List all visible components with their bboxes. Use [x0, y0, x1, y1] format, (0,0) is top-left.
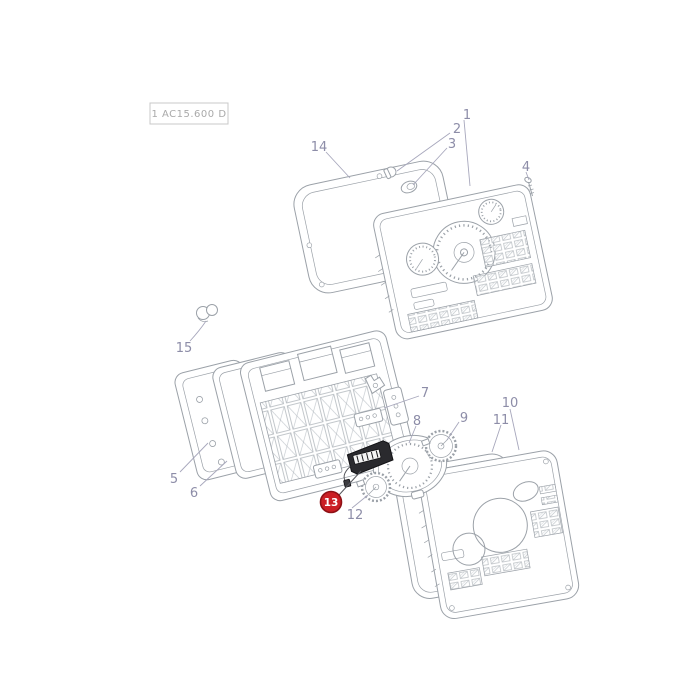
- bulb-holder-15: [196, 304, 218, 322]
- mounting-screw: [524, 176, 535, 197]
- mask-grid-right: [530, 506, 563, 538]
- sensor-bracket: [364, 374, 386, 395]
- leader-13: [338, 470, 362, 496]
- front-mask: [418, 450, 580, 620]
- housing-connector-b: [353, 407, 384, 428]
- hour-meter-module: [343, 440, 394, 488]
- instrument-cluster: [373, 184, 553, 340]
- highlighted-callout-13[interactable]: 13: [319, 490, 343, 514]
- mask-grid-left: [447, 567, 483, 591]
- leader-10: [509, 408, 520, 451]
- housing-top-boxes: [259, 342, 376, 392]
- callout-1[interactable]: 1: [463, 108, 471, 123]
- bulb-socket: [400, 180, 418, 194]
- mask-grid-center: [481, 548, 531, 577]
- callout-11[interactable]: 11: [493, 413, 510, 428]
- indicator-grid-mid: [472, 263, 537, 296]
- callout-5[interactable]: 5: [170, 472, 178, 487]
- figure-code-box: 1 AC15.600 D: [149, 102, 229, 125]
- indicator-grid-right: [479, 229, 532, 268]
- clock-gauge: [478, 198, 505, 225]
- small-gauge-12: [355, 471, 392, 503]
- callout-13-badge[interactable]: [319, 490, 343, 514]
- mask-slot-b: [540, 494, 559, 506]
- leader-6: [199, 460, 228, 487]
- callout-6[interactable]: 6: [190, 486, 198, 501]
- callout-12[interactable]: 12: [347, 508, 364, 523]
- mask-slot-a: [538, 483, 557, 495]
- lcd-window: [410, 281, 448, 299]
- indicator-grid-bottom: [407, 299, 479, 333]
- warning-bulb: [383, 166, 397, 180]
- leader-5: [179, 442, 209, 473]
- callout-13-label[interactable]: 13: [324, 497, 339, 509]
- mask-clock-cutout: [512, 481, 539, 502]
- callout-4[interactable]: 4: [522, 160, 530, 175]
- leader-14: [325, 151, 351, 179]
- leader-2: [396, 132, 451, 172]
- callout-3[interactable]: 3: [448, 137, 456, 152]
- leader-3: [412, 147, 448, 186]
- cluster-side-ribs: [375, 254, 394, 313]
- leader-1: [463, 119, 471, 187]
- trip-window: [413, 298, 435, 310]
- figure-code-label: 1 AC15.600 D: [151, 109, 226, 120]
- housing-connector-a: [312, 459, 343, 479]
- callout-15[interactable]: 15: [176, 341, 193, 356]
- leader-9: [446, 421, 460, 441]
- edge-slot: [511, 215, 528, 227]
- housing-side-connector: [383, 386, 409, 426]
- mask-side-ribs: [418, 510, 440, 587]
- callout-7[interactable]: 7: [421, 386, 429, 401]
- lower-cluster-assembly: [394, 450, 580, 620]
- leader-12: [351, 494, 369, 509]
- fuel-gauge: [406, 242, 440, 276]
- callout-10[interactable]: 10: [502, 396, 519, 411]
- mask-gauge-cutout: [452, 532, 486, 566]
- callout-14[interactable]: 14: [311, 140, 328, 155]
- leader-7: [383, 395, 420, 409]
- callout-2[interactable]: 2: [453, 122, 461, 137]
- mask-window: [441, 549, 465, 561]
- mask-speedo-cutout: [472, 497, 528, 553]
- leader-8: [408, 425, 417, 444]
- leader-11: [491, 424, 502, 453]
- leader-lines: [179, 119, 530, 509]
- callout-9[interactable]: 9: [460, 411, 468, 426]
- leader-15: [189, 320, 207, 342]
- callout-8[interactable]: 8: [413, 414, 421, 429]
- leader-4: [525, 171, 530, 181]
